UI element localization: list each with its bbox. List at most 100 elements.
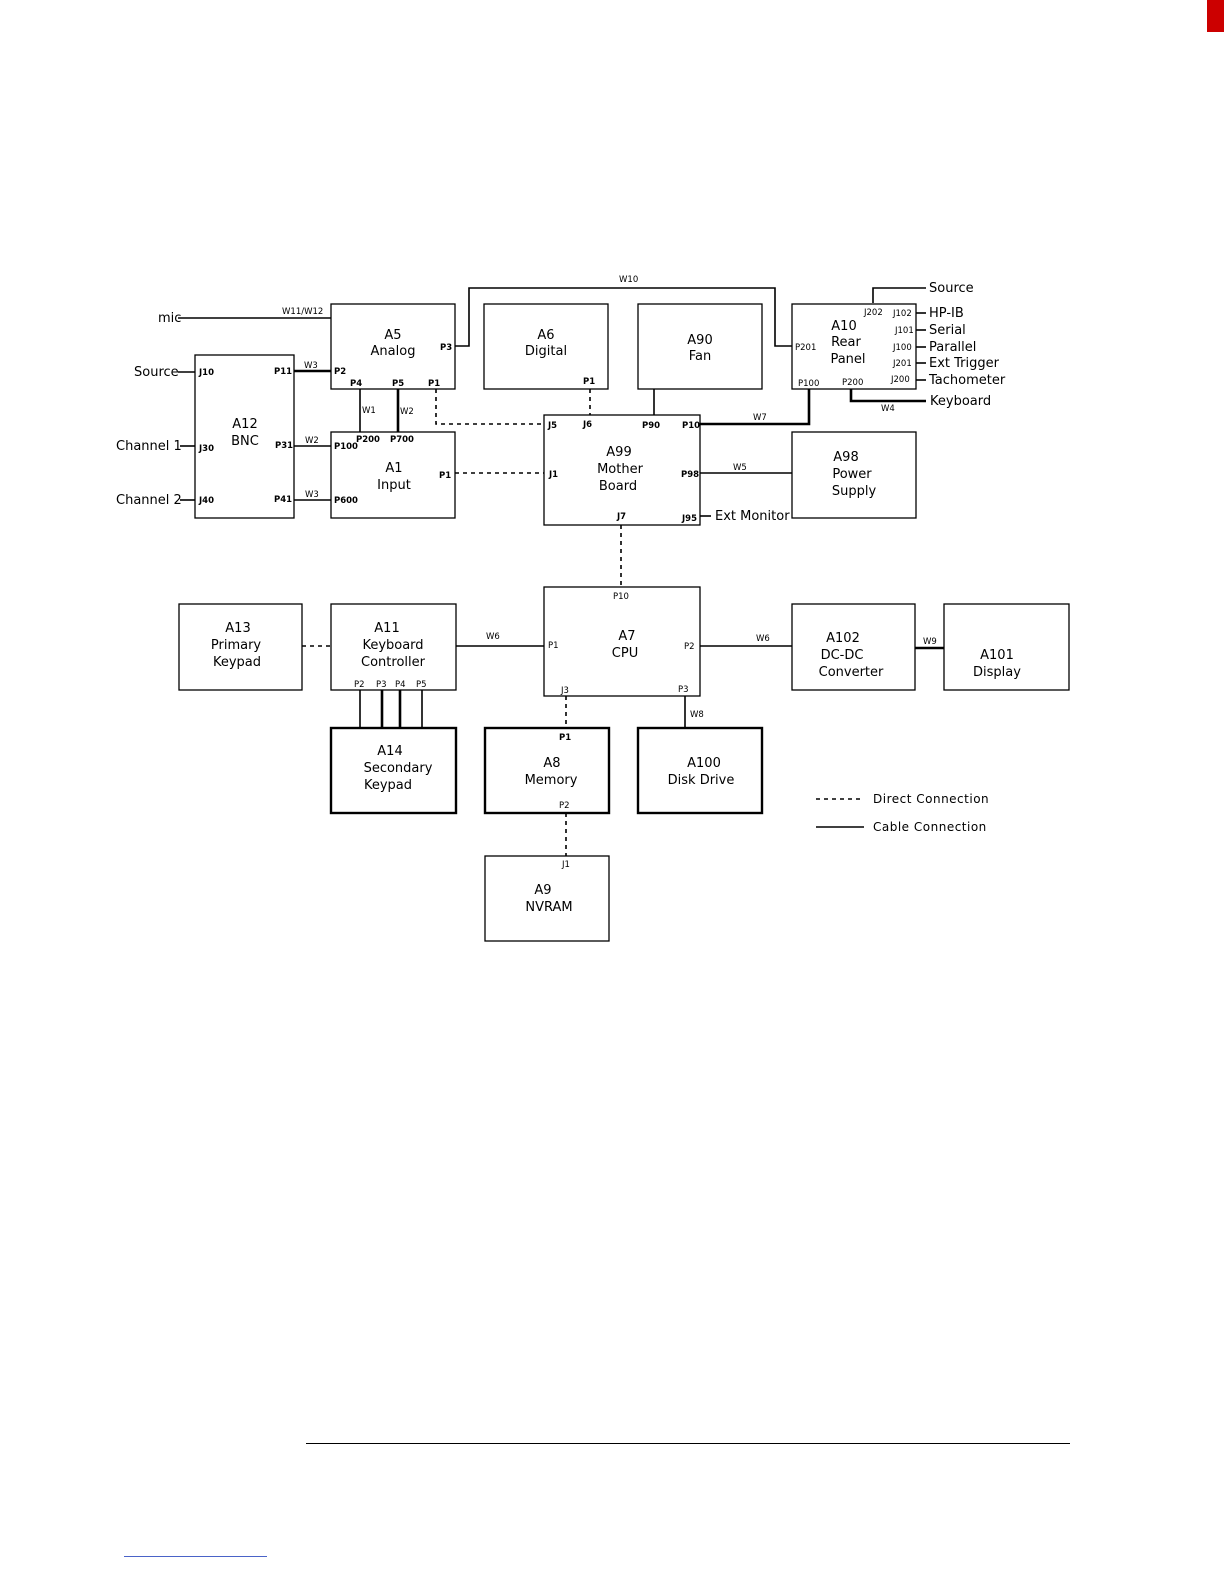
wire-label-w2-a: W2 [400,407,414,417]
a1-port-p700: P700 [390,435,414,445]
a6-id: A6 [537,328,554,343]
a12-port-p11: P11 [274,367,292,377]
a99-port-j7: J7 [616,512,626,522]
a1-port-p100: P100 [334,442,358,452]
block-a10-rear-panel: A10 Rear Panel J202 J102 J101 P201 J100 … [791,303,917,390]
label-channel2: Channel 2 [116,493,182,508]
wire-label-w10: W10 [619,275,638,285]
a10-port-j202: J202 [863,308,883,318]
a13-name-1: Primary [211,638,262,653]
a7-name: CPU [612,646,638,661]
a12-port-p31: P31 [275,441,293,451]
block-a90-fan: A90 Fan [637,303,763,390]
a5-name: Analog [371,344,416,359]
a7-port-p3: P3 [678,685,689,695]
a99-port-p98: P98 [681,470,699,480]
a10-port-p201: P201 [795,343,816,353]
cable-w7 [700,389,811,426]
a7-port-p10: P10 [613,592,629,602]
wire-label-w2-b: W2 [305,436,319,446]
a1-name: Input [377,478,411,493]
wire-label-w8: W8 [690,710,704,720]
block-a13-primary-keypad: A13 Primary Keypad [178,603,303,691]
a11-port-p3: P3 [376,680,387,690]
label-parallel: Parallel [929,340,976,355]
direct-a5-a99 [435,389,544,425]
label-ext-trigger: Ext Trigger [929,356,1000,371]
a11-name-2: Controller [361,655,426,670]
block-a102-dcdc-converter: A102 DC-DC Converter [791,603,916,691]
wire-label-w9: W9 [923,637,937,647]
a9-port-j1: J1 [561,860,570,870]
block-a11-keyboard-controller: A11 Keyboard Controller P2 P3 P4 P5 [330,603,457,691]
a90-id: A90 [687,333,712,348]
a10-port-j102: J102 [892,309,912,319]
a99-name-2: Board [599,479,637,494]
a12-port-j30: J30 [198,444,214,454]
a10-name-1: Rear [831,335,861,350]
cable-source-out [872,287,926,303]
a5-port-p2: P2 [334,367,346,377]
a99-port-j5: J5 [547,421,557,431]
a9-id: A9 [534,883,551,898]
a99-port-j95: J95 [681,514,697,524]
a12-port-j40: J40 [198,496,214,506]
a11-name-1: Keyboard [362,638,423,653]
a10-port-j200: J200 [890,375,910,385]
wire-label-w6-a: W6 [486,632,500,642]
label-mic: mic [158,311,181,326]
a99-port-j6: J6 [582,420,592,430]
a102-name-2: Converter [819,665,884,680]
a5-port-p5: P5 [392,379,404,389]
a99-port-p10: P10 [682,421,700,431]
label-serial: Serial [929,323,966,338]
a99-port-p90: P90 [642,421,660,431]
block-a100-disk-drive: A100 Disk Drive [636,726,764,815]
footer-link-underline[interactable] [124,1556,267,1557]
a5-id: A5 [384,328,401,343]
a10-port-j100: J100 [892,343,912,353]
wire-label-w5: W5 [733,463,747,473]
block-a1-input: A1 Input P200 P700 P100 P1 P600 [330,431,456,519]
a102-name-1: DC-DC [821,648,864,663]
a11-port-p4: P4 [395,680,406,690]
wire-labels: W10 W11/W12 W3 W1 W2 W2 W3 W7 W4 W5 W6 W… [282,275,937,720]
a1-port-p600: P600 [334,496,358,506]
a90-name: Fan [689,349,712,364]
connections [178,287,944,856]
a7-port-j3: J3 [560,686,569,696]
block-a8-memory: A8 Memory P1 P2 [483,726,611,815]
block-a14-secondary-keypad: A14 Secondary Keypad [329,726,458,815]
a5-port-p3: P3 [440,343,452,353]
a99-port-j1: J1 [548,470,558,480]
a12-port-p41: P41 [274,495,292,505]
a8-port-p2: P2 [559,801,570,811]
a8-id: A8 [543,756,560,771]
wire-label-w11-w12: W11/W12 [282,307,323,317]
a98-name-1: Power [832,467,872,482]
legend-cable-label: Cable Connection [873,820,987,834]
wire-label-w3-b: W3 [305,490,319,500]
a13-name-2: Keypad [213,655,261,670]
a8-port-p1: P1 [559,733,571,743]
wire-label-w4: W4 [881,404,895,414]
a9-name: NVRAM [525,900,572,915]
a100-name: Disk Drive [668,773,735,788]
a11-port-p5: P5 [416,680,427,690]
a1-port-p1: P1 [439,471,451,481]
label-tachometer: Tachometer [928,373,1006,388]
a7-port-p2: P2 [684,642,695,652]
a6-port-p1: P1 [583,377,595,387]
wire-label-w3-a: W3 [304,361,318,371]
block-a7-cpu: A7 CPU P10 P1 P2 J3 P3 [543,586,701,697]
block-a5-analog: A5 Analog P2 P3 P4 P5 P1 [330,303,456,390]
label-channel1: Channel 1 [116,439,182,454]
a99-name-1: Mother [597,462,644,477]
a10-port-j201: J201 [892,359,912,369]
wire-label-w6-b: W6 [756,634,770,644]
a10-port-p100: P100 [798,379,819,389]
a7-id: A7 [618,629,635,644]
block-a98-power-supply: A98 Power Supply [791,431,917,519]
a10-name-2: Panel [830,352,865,367]
